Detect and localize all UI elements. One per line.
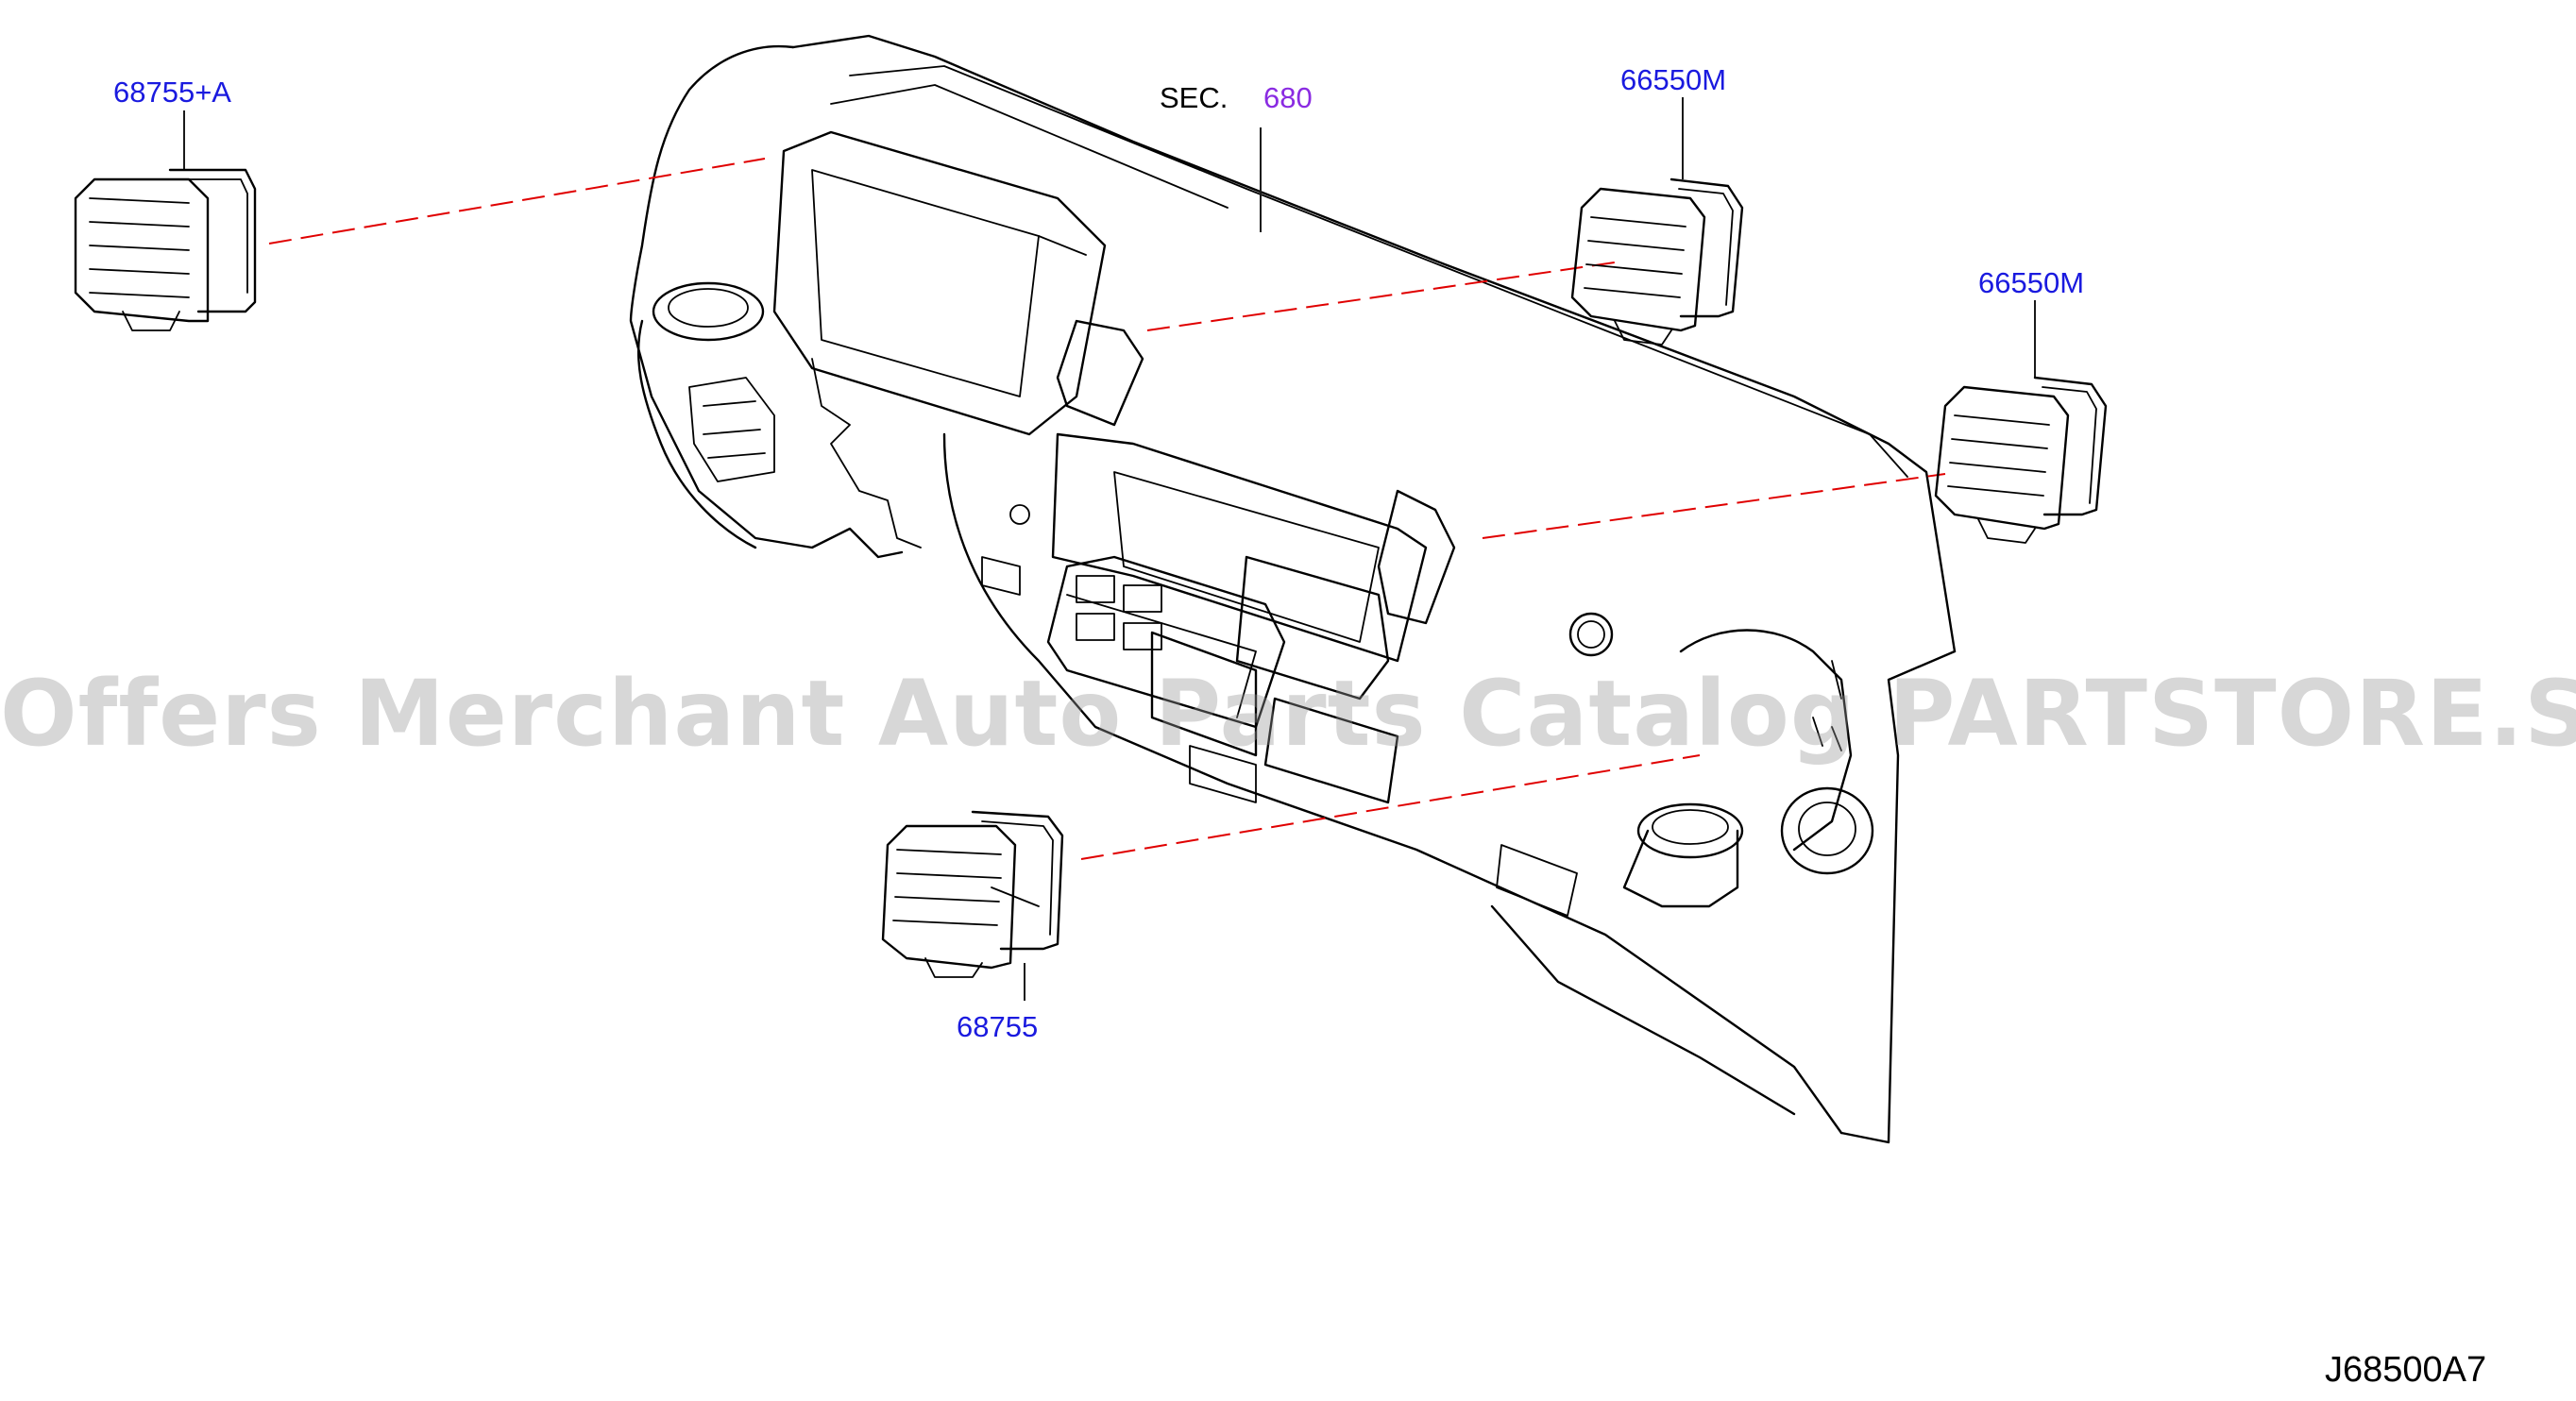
vent-66550m-right[interactable] [1934, 376, 2108, 544]
vent-68755[interactable] [881, 810, 1064, 978]
section-680-link[interactable]: 680 [1263, 81, 1313, 114]
section-prefix-label: SEC. [1160, 81, 1229, 114]
part-label-66550m-upper[interactable]: 66550M [1620, 63, 1727, 96]
instrument-panel [629, 34, 1957, 1144]
label-leaders [183, 97, 2036, 1001]
vent-68755-a[interactable] [74, 168, 257, 331]
part-label-68755-a[interactable]: 68755+A [113, 76, 231, 109]
part-label-66550m-right[interactable]: 66550M [1978, 266, 2085, 299]
leader-dashes [268, 158, 1946, 860]
part-label-68755[interactable]: 68755 [957, 1010, 1039, 1043]
vent-66550m-upper[interactable] [1570, 177, 1744, 346]
diagram-code: J68500A7 [2325, 1350, 2487, 1390]
